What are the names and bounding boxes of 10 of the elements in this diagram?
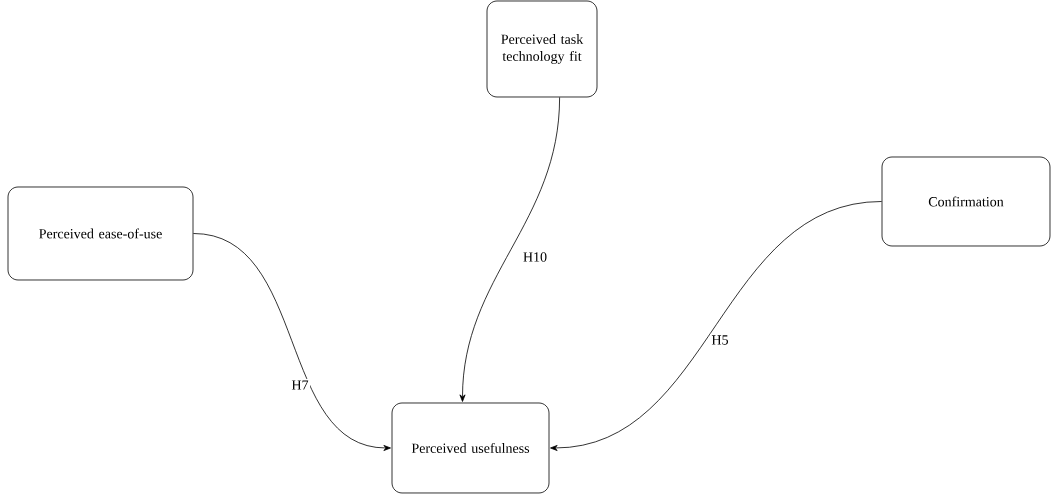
edge-label: H5 xyxy=(709,333,731,347)
process-box: Perceived usefulness xyxy=(391,402,550,494)
process-box: Confirmation xyxy=(881,156,1051,247)
process-box: Perceived task technology fit xyxy=(486,0,598,98)
arrow xyxy=(459,97,560,402)
edge-label: H10 xyxy=(521,250,549,264)
edge-label: H7 xyxy=(289,378,311,392)
arrow xyxy=(550,201,882,451)
process-box: Perceived ease-of-use xyxy=(7,186,194,281)
arrow xyxy=(193,233,391,451)
